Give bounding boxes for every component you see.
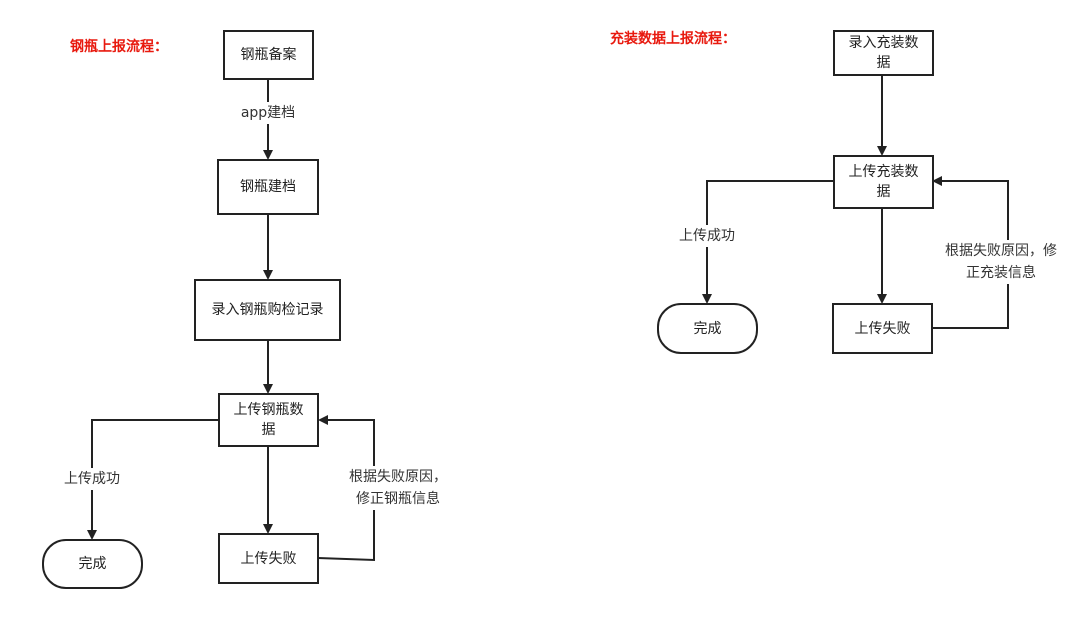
node-input-filling: 录入充装数 据 bbox=[833, 30, 934, 76]
node-upload: 上传钢瓶数 据 bbox=[218, 393, 319, 447]
node-done: 完成 bbox=[42, 539, 143, 589]
node-upload-failed-right: 上传失败 bbox=[832, 303, 933, 354]
edge-upload-to-done bbox=[87, 419, 218, 540]
node-purchase-record: 录入钢瓶购检记录 bbox=[194, 279, 341, 341]
label-upload-success: 上传成功 bbox=[58, 468, 126, 490]
node-done-right: 完成 bbox=[657, 303, 758, 354]
label-upload-success-right: 上传成功 bbox=[673, 225, 741, 247]
left-flow-title: 钢瓶上报流程： bbox=[70, 39, 168, 55]
node-register: 钢瓶备案 bbox=[223, 30, 314, 80]
node-upload-filling: 上传充装数 据 bbox=[833, 155, 934, 209]
label-fix-filling-info: 根据失败原因，修 正充装信息 bbox=[940, 240, 1062, 284]
label-fix-cylinder-info: 根据失败原因， 修正钢瓶信息 bbox=[342, 466, 454, 510]
node-archive: 钢瓶建档 bbox=[217, 159, 319, 215]
label-app-archive: app建档 bbox=[236, 102, 300, 124]
edge-upload-to-done-right bbox=[702, 180, 834, 304]
node-upload-failed: 上传失败 bbox=[218, 533, 319, 584]
right-flow-title: 充装数据上报流程： bbox=[610, 31, 736, 47]
